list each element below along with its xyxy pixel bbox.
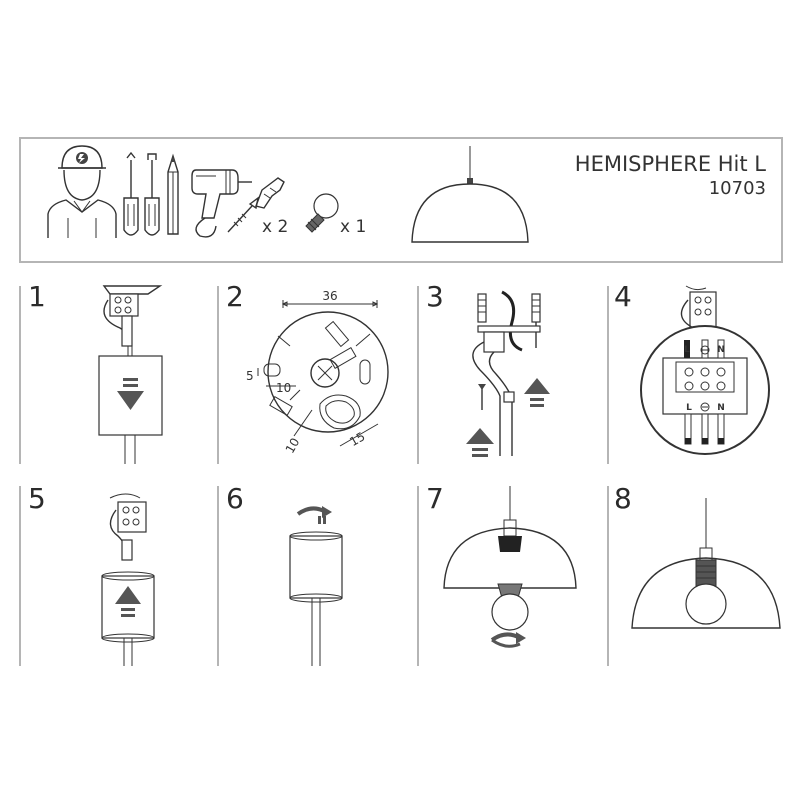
pencil-icon (167, 153, 179, 235)
terminal-label: L (686, 403, 692, 413)
step-3-illustration (466, 290, 550, 457)
step-number: 2 (226, 280, 244, 313)
step-4-wiring-illustration: L N L N (640, 285, 770, 455)
dimension-offset: 10 (283, 435, 303, 455)
anchor-quantity: x 2 (262, 217, 288, 237)
step-number: 8 (614, 482, 632, 515)
step-number: 1 (28, 280, 46, 313)
rotate-icon (296, 506, 332, 524)
dimension-small: 5 (246, 369, 254, 383)
step-number: 6 (226, 482, 244, 515)
screwdriver-icon (144, 153, 160, 236)
wall-plug-icon (477, 293, 487, 323)
step-5-illustration (101, 493, 155, 666)
step-number: 7 (426, 482, 444, 515)
bulb-icon (305, 193, 339, 233)
dimension-slot: 15 (347, 429, 367, 449)
step-8-illustration (631, 498, 781, 629)
rotate-icon (490, 632, 526, 648)
header-box (19, 137, 783, 263)
arrow-down-icon (117, 378, 144, 410)
step-number: 4 (614, 280, 632, 313)
arrow-up-icon (524, 378, 550, 407)
arrow-up-icon (466, 428, 494, 457)
hemisphere-lamp-illustration (411, 146, 529, 243)
step-1-illustration (98, 285, 163, 464)
screw-icon (227, 196, 260, 233)
terminal-label: L (684, 345, 690, 355)
step-number: 3 (426, 280, 444, 313)
dimension-width: 36 (322, 289, 337, 303)
product-code: 10703 (709, 178, 766, 199)
screw-icon (478, 384, 486, 410)
step-number: 5 (28, 482, 46, 515)
earth-ground-icon (700, 345, 710, 355)
bulb-icon (685, 583, 727, 625)
screwdriver-icon (123, 151, 139, 236)
terminal-label: N (717, 345, 725, 355)
terminal-label: N (717, 403, 725, 413)
step-2-mounting-plate: 36 5 10 15 10 (246, 289, 389, 456)
arrow-up-icon (115, 586, 141, 617)
bulb-icon (491, 583, 529, 631)
drill-icon (191, 169, 252, 238)
step-7-illustration (443, 486, 577, 648)
step-6-illustration (289, 506, 343, 666)
product-name: HEMISPHERE Hit L (575, 152, 766, 176)
bulb-quantity: x 1 (340, 217, 366, 237)
electrician-helmet-icon (47, 145, 117, 238)
wall-plug-icon (531, 293, 541, 323)
panel-dividers (19, 286, 609, 666)
dimension-gap: 10 (276, 381, 291, 395)
earth-ground-icon (700, 402, 710, 412)
wall-plug-icon (255, 177, 285, 209)
